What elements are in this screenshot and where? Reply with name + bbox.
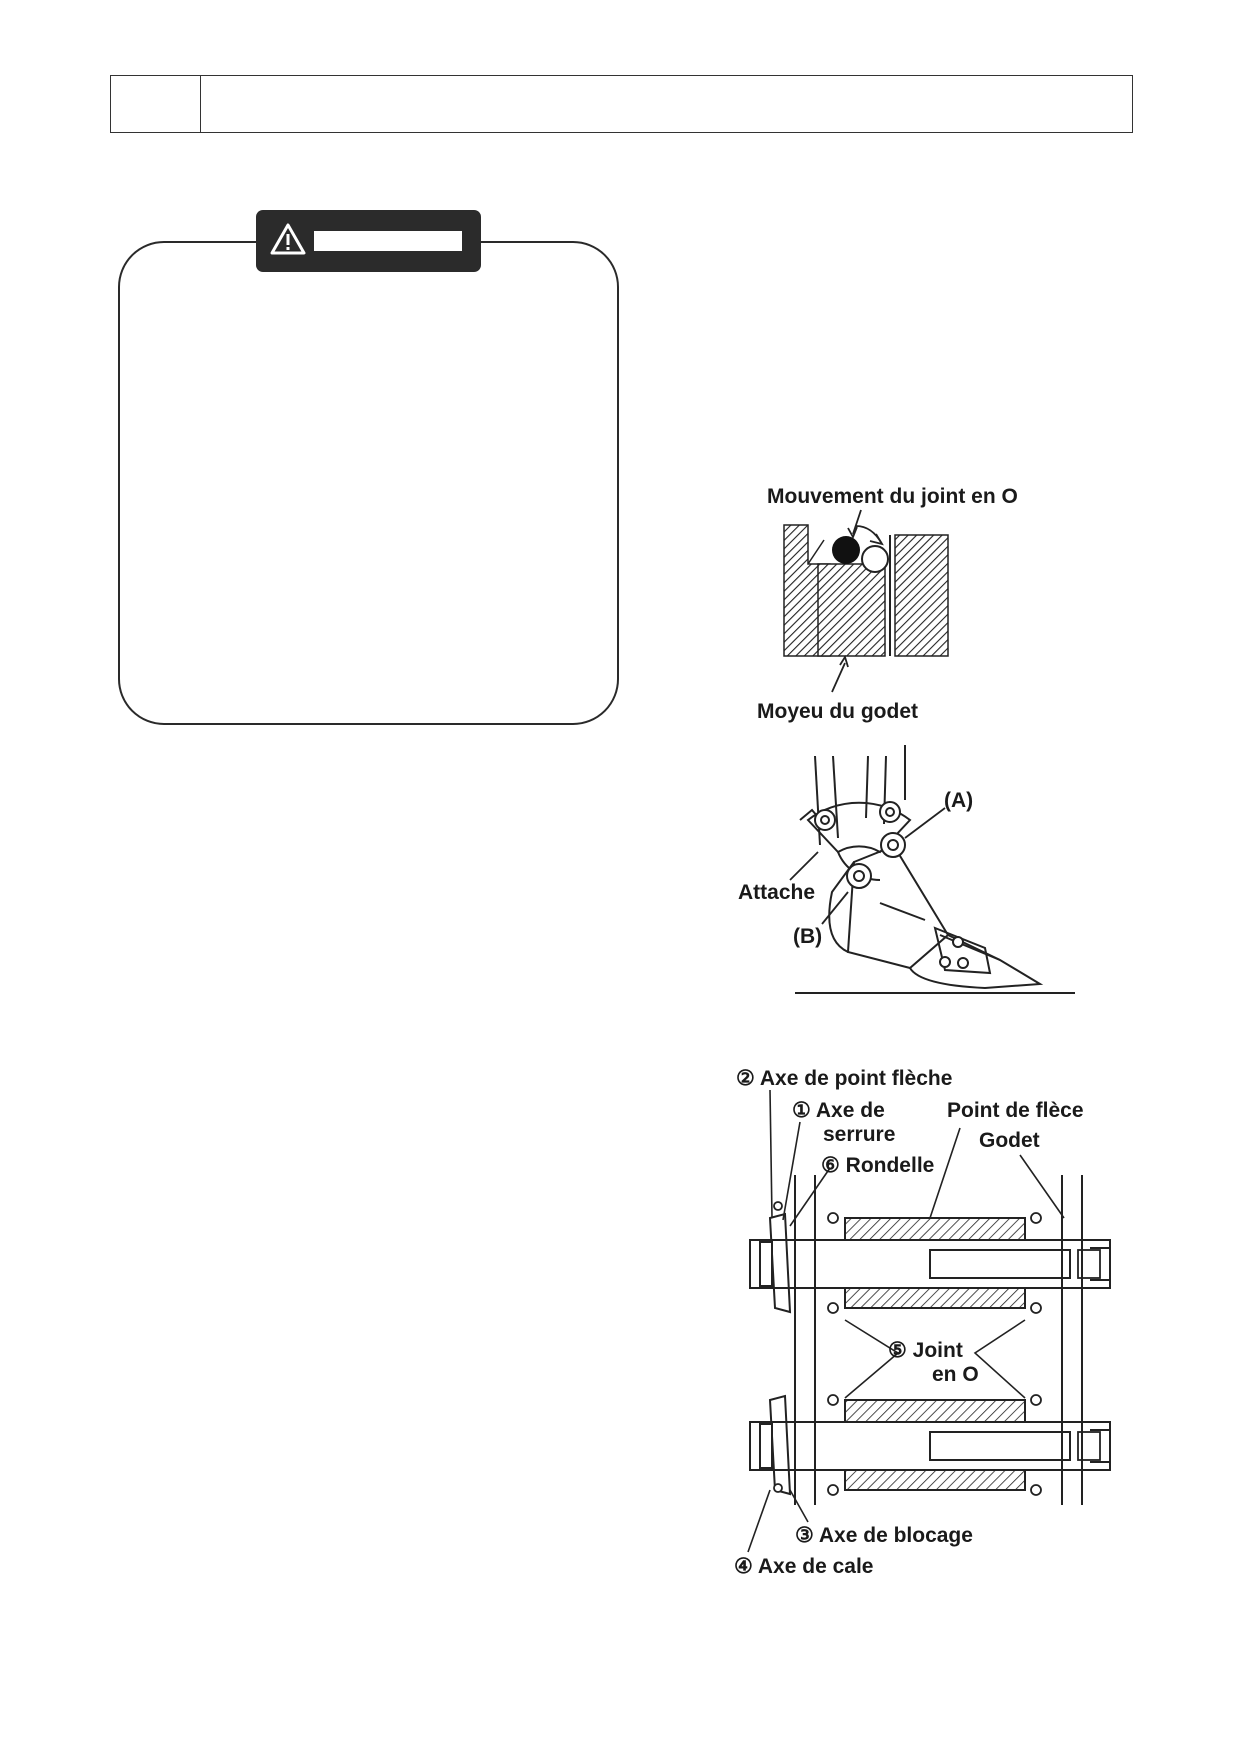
header-number-cell	[111, 76, 201, 132]
warning-heading-blank	[314, 231, 462, 251]
label-godet: Godet	[979, 1129, 1040, 1152]
label-point-fleche: Point de flèce	[947, 1099, 1084, 1122]
warning-triangle-icon	[270, 223, 306, 255]
warning-tab	[256, 210, 481, 272]
label-axe-serrure-2: serrure	[823, 1123, 896, 1146]
label-oring-movement: Mouvement du joint en O	[767, 485, 1018, 508]
label-axe-blocage: ③ Axe de blocage	[795, 1524, 973, 1547]
label-axe-cale: ④ Axe de cale	[734, 1555, 874, 1578]
label-bucket-hub: Moyeu du godet	[757, 700, 918, 723]
label-joint-1: ⑤ Joint	[888, 1339, 963, 1362]
label-joint-2: en O	[932, 1363, 979, 1386]
label-axe-point-fleche: ② Axe de point flèche	[736, 1067, 953, 1090]
header-box	[110, 75, 1133, 133]
label-rondelle: ⑥ Rondelle	[821, 1154, 935, 1177]
label-b: (B)	[793, 925, 823, 948]
label-a: (A)	[944, 789, 974, 812]
label-attache: Attache	[738, 881, 816, 904]
label-axe-serrure-1: ① Axe de	[792, 1099, 885, 1122]
